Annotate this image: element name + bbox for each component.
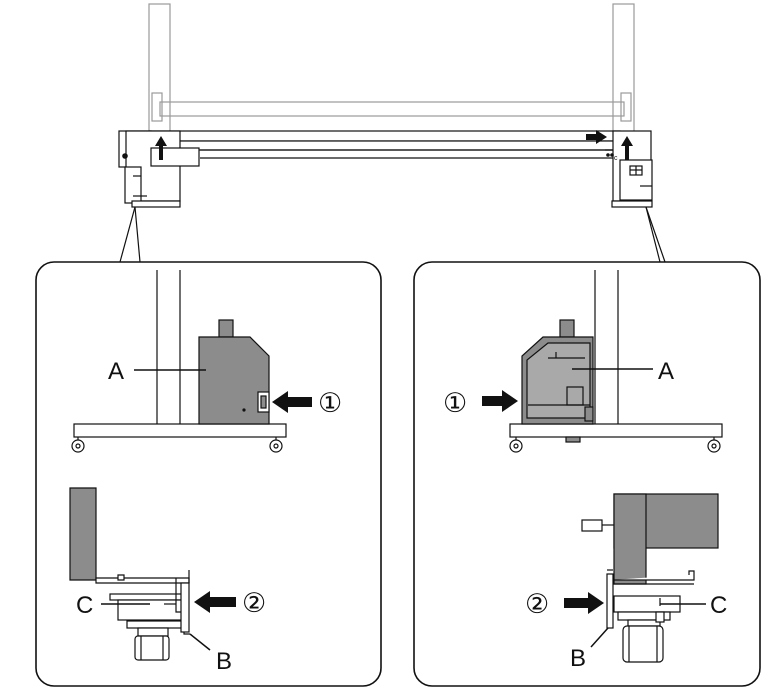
svg-text:c: c [614, 155, 618, 162]
left-arrow-icon [194, 591, 236, 613]
left-stand-upper [71, 270, 287, 453]
overview-stand: c [118, 3, 653, 208]
up-arrow-icon [155, 136, 167, 160]
label-b-leader [189, 633, 211, 651]
label-c: C [76, 592, 93, 619]
left-stand-lower [69, 487, 190, 661]
label-b-leader [590, 627, 609, 648]
right-arrow-icon [482, 390, 518, 412]
right-arrow-icon [564, 592, 604, 614]
label-c: C [710, 592, 727, 619]
callout-lines [119, 206, 666, 263]
left-detail-panel: A C B ① ② [35, 261, 382, 687]
right-arrow-icon [586, 130, 607, 144]
step-2-marker: ② [242, 588, 266, 619]
label-b: B [216, 648, 232, 675]
left-arrow-icon [272, 391, 312, 413]
right-detail-panel: A C B ① ② [413, 261, 761, 687]
overview-arrows [155, 130, 633, 160]
step-2-marker: ② [525, 589, 549, 620]
label-a: A [108, 358, 124, 385]
step-1-marker: ① [443, 388, 467, 419]
label-b: B [570, 645, 586, 672]
right-stand-upper [509, 270, 723, 453]
label-a: A [658, 358, 674, 385]
step-1-marker: ① [318, 388, 342, 419]
up-arrow-icon [621, 136, 633, 160]
